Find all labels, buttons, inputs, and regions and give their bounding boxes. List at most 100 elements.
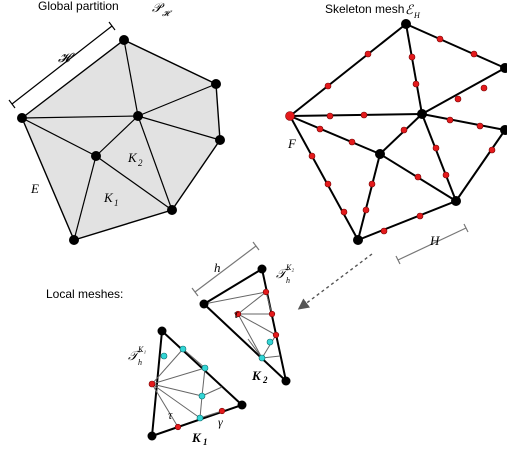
local-dot: [148, 380, 156, 388]
skeleton-dot: [324, 180, 332, 188]
partition-edge: [137, 115, 221, 141]
skeleton-edge: [289, 115, 506, 242]
skeleton-edge: [379, 113, 423, 155]
local-mesh-edge: [199, 410, 223, 419]
skeleton-edge: [289, 113, 423, 117]
skeleton-mesh-title: Skeleton mesh: [325, 2, 404, 16]
partition-vertex: [69, 235, 79, 245]
skeleton-edge: [405, 23, 423, 115]
skeleton-edge: [421, 113, 506, 131]
local-dot: [262, 288, 270, 296]
skeleton-dot: [488, 146, 496, 154]
local-dot: [201, 364, 209, 372]
skeleton-scale-bar: [395, 223, 469, 265]
global-partition-symbol-sub: 𝓗: [162, 9, 173, 18]
local-mesh-edge: [151, 383, 203, 397]
local-dot: [258, 354, 266, 362]
skeleton-vertex-f: [285, 111, 295, 121]
partition-vertex: [17, 113, 27, 123]
skeleton-dot: [416, 212, 424, 220]
skeleton-dot: [326, 112, 334, 120]
local-mesh-edge: [265, 291, 273, 315]
local-mesh-edge: [151, 383, 179, 428]
tau-label-upper: τ: [234, 307, 239, 321]
skeleton-dot: [362, 206, 370, 214]
skeleton-edge: [421, 67, 506, 115]
element-label-k1-sub: 1: [114, 198, 119, 208]
local-mesh-edge: [182, 348, 206, 369]
tau-label-lower: τ: [168, 408, 173, 422]
local-mesh-edge: [201, 367, 206, 397]
global-partition-title: Global partition: [38, 0, 119, 13]
skeleton-dot: [436, 35, 444, 43]
local-mesh-edge: [237, 313, 263, 359]
partition-scale-bar: [8, 21, 116, 109]
local-vertex: [237, 400, 247, 410]
local-mesh-edge: [237, 313, 277, 336]
skeleton-dot: [442, 171, 450, 179]
gamma-label: γ: [218, 415, 223, 429]
local-mesh-edge: [201, 386, 223, 397]
skeleton-dot: [480, 84, 488, 92]
element-label-k2-sub: 2: [138, 158, 143, 168]
skeleton-dot: [446, 116, 454, 124]
edge-label-e: E: [30, 181, 39, 196]
tri-k2-sup: K₂: [285, 263, 294, 272]
local-dot: [196, 414, 204, 422]
tri-k2-sub: h: [286, 276, 290, 285]
skeleton-dot: [368, 180, 376, 188]
skeleton-vertex: [500, 63, 507, 73]
partition-vertex: [119, 35, 129, 45]
local-dot: [268, 310, 276, 318]
partition-edge: [21, 117, 97, 157]
skeleton-dot: [400, 126, 408, 134]
local-scale-bar: [191, 241, 260, 297]
refinement-arrow: [297, 253, 373, 310]
partition-edge: [95, 115, 139, 157]
skeleton-edge-dots: [308, 35, 496, 235]
skeleton-vertex: [451, 196, 461, 206]
skeleton-vertex: [401, 19, 411, 29]
local-dot: [179, 345, 187, 353]
local-meshes-title: Local meshes:: [46, 287, 123, 301]
partition-vertex: [133, 111, 143, 121]
partition-edge: [137, 115, 173, 211]
local-dot: [234, 310, 242, 318]
local-dot: [160, 352, 168, 360]
skeleton-mesh-symbol: ℰ: [405, 2, 414, 17]
local-vertex: [157, 326, 167, 336]
local-vertex: [147, 431, 157, 441]
partition-vertex: [167, 205, 177, 215]
local-mesh-edge: [151, 367, 206, 385]
partition-edge: [137, 83, 217, 117]
element-label-k2: K: [127, 150, 138, 165]
global-partition: Global partition 𝒫 𝓗 𝓗 E K: [8, 0, 225, 245]
face-label-f: F: [287, 136, 297, 151]
local-dot: [198, 392, 206, 400]
skeleton-vertex: [417, 109, 427, 119]
local-vertex: [281, 376, 291, 386]
local-vertex: [257, 264, 267, 274]
local-mesh-edge: [261, 334, 277, 359]
bold-k2-sub: 2: [262, 375, 268, 385]
skeleton-dot: [348, 138, 356, 146]
skeleton-dot: [454, 95, 462, 103]
local-mesh-edge: [199, 395, 203, 419]
skeleton-dot: [308, 152, 316, 160]
bold-k1-sub: 1: [203, 437, 208, 447]
local-scale-label: h: [214, 260, 221, 275]
local-dot: [218, 407, 226, 415]
skeleton-edge: [357, 153, 381, 241]
skeleton-vertex: [500, 125, 507, 135]
skeleton-mesh: Skeleton mesh ℰ H: [285, 2, 507, 265]
local-mesh-k2-boundary: [202, 267, 288, 384]
local-mesh-k2: h 𝒯 h K₂ τ K 2: [191, 241, 294, 386]
partition-domain-fill: [21, 39, 221, 241]
local-mesh-edge: [151, 383, 201, 419]
tri-k1-sup: K₁: [137, 345, 146, 354]
skeleton-vertex: [353, 235, 363, 245]
local-mesh-edge: [247, 338, 263, 359]
local-meshes: Local meshes:: [46, 241, 294, 447]
local-dot: [272, 331, 280, 339]
